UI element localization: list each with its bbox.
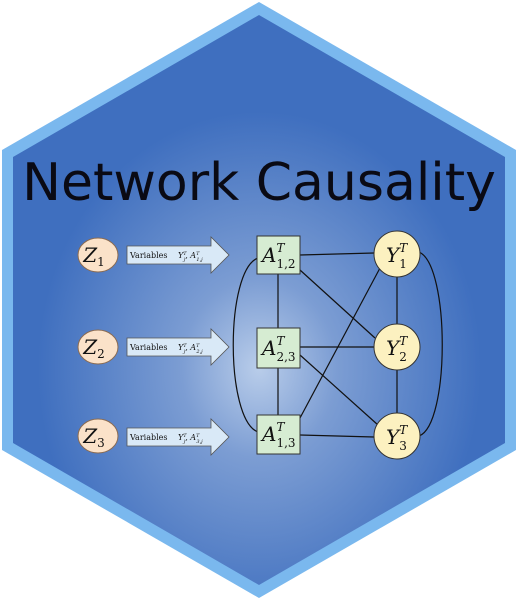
edge-a12-a13-curve — [232, 257, 259, 433]
svg-text:AT1,3: AT1,3 — [260, 420, 296, 450]
z-node-1: Z1 — [77, 237, 119, 273]
edge-a23-y3 — [299, 354, 379, 426]
z-node-2: Z2 — [77, 329, 119, 365]
svg-text:YTj, AT2,j: YTj, AT2,j — [178, 343, 203, 355]
svg-text:YT3: YT3 — [386, 423, 408, 453]
svg-text:YT1: YT1 — [386, 241, 408, 271]
edge-a13-y1 — [299, 267, 381, 419]
title: Network Causality — [22, 153, 496, 213]
svg-text:Variables: Variables — [129, 251, 167, 260]
z-node-3: Z3 — [77, 418, 119, 454]
edge-a13-y3 — [299, 434, 375, 438]
z-nodes: Z1 Z2 Z3 — [77, 237, 119, 454]
svg-text:AT1,2: AT1,2 — [260, 241, 296, 271]
edge-a12-y1 — [299, 252, 375, 256]
svg-text:Variables: Variables — [129, 433, 167, 442]
svg-text:Z3: Z3 — [82, 424, 105, 450]
svg-text:Z2: Z2 — [82, 335, 105, 361]
edge-y1-y3-curve — [418, 251, 443, 437]
svg-text:Z1: Z1 — [82, 243, 105, 269]
svg-text:YT2: YT2 — [386, 334, 408, 364]
svg-text:YTj, AT3,j: YTj, AT3,j — [178, 433, 203, 445]
svg-text:AT2,3: AT2,3 — [260, 334, 296, 364]
hex-background — [13, 15, 505, 585]
svg-text:YTj, AT1,j: YTj, AT1,j — [178, 251, 203, 263]
svg-text:Variables: Variables — [129, 343, 167, 352]
edge-a12-y2 — [299, 269, 376, 339]
network-edges — [232, 251, 443, 438]
